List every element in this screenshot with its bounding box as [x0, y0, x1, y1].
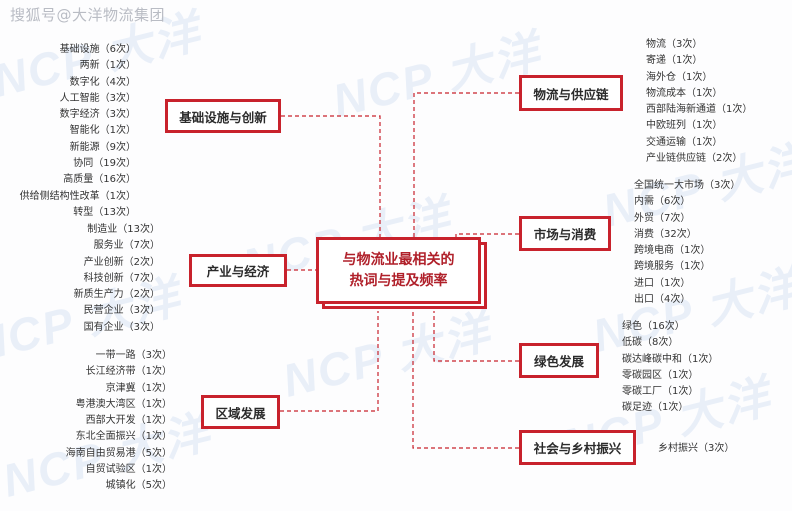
term-item: 出口（4次）: [634, 294, 691, 306]
term-list-rural: 乡村振兴（3次）: [658, 441, 734, 457]
term-item: 外贸（7次）: [634, 212, 691, 224]
connector-logistics: [413, 92, 519, 237]
term-item: 进口（1次）: [634, 277, 691, 289]
term-item: 城镇化（5次）: [105, 480, 172, 492]
connector-rural: [412, 311, 519, 449]
center-title-line1: 与物流业最相关的: [342, 251, 455, 268]
term-item: 科技创新（7次）: [83, 272, 160, 284]
term-item: 消费（32次）: [634, 228, 697, 240]
term-item: 数字经济（3次）: [59, 109, 136, 121]
term-item: 物流成本（1次）: [646, 87, 723, 99]
term-item: 中欧班列（1次）: [646, 120, 723, 132]
term-item: 海外仓（1次）: [646, 71, 713, 83]
term-item: 两新（1次）: [79, 60, 136, 72]
node-industry: 产业与经济: [189, 254, 287, 287]
node-rural: 社会与乡村振兴: [519, 430, 636, 465]
term-item: 新质生产力（2次）: [73, 289, 160, 301]
term-item: 供给侧结构性改革（1次）: [19, 190, 136, 202]
term-item: 京津冀（1次）: [105, 382, 172, 394]
term-item: 低碳（8次）: [622, 337, 679, 349]
center-title-line2: 热词与提及频率: [349, 272, 448, 289]
term-item: 制造业（13次）: [87, 224, 160, 235]
term-item: 粤港澳大湾区（1次）: [75, 398, 172, 410]
term-item: 西部陆海新通道（1次）: [646, 104, 753, 116]
term-item: 寄递（1次）: [646, 55, 703, 67]
term-item: 基础设施（6次）: [59, 44, 136, 55]
connector-lines: [280, 92, 519, 449]
term-list-logistics: 物流（3次） 寄递（1次） 海外仓（1次） 物流成本（1次） 西部陆海新通道（1…: [646, 37, 752, 167]
term-item: 自贸试验区（1次）: [85, 464, 172, 476]
term-item: 跨境电商（1次）: [634, 245, 711, 257]
term-item: 物流（3次）: [646, 39, 703, 50]
term-list-market: 全国统一大市场（3次） 内需（6次） 外贸（7次） 消费（32次） 跨境电商（1…: [634, 178, 740, 308]
term-list-industry: 制造业（13次） 服务业（7次） 产业创新（2次） 科技创新（7次） 新质生产力…: [74, 222, 160, 336]
term-item: 绿色（16次）: [622, 321, 685, 332]
term-item: 内需（6次）: [634, 196, 691, 208]
term-item: 协同（19次）: [73, 158, 136, 170]
term-item: 民营企业（3次）: [83, 305, 160, 317]
term-item: 智能化（1次）: [69, 125, 136, 137]
node-infrastructure: 基础设施与创新: [165, 99, 281, 133]
term-list-regional: 一带一路（3次） 长江经济带（1次） 京津冀（1次） 粤港澳大湾区（1次） 西部…: [66, 348, 172, 495]
term-item: 高质量（16次）: [63, 174, 136, 186]
term-item: 国有企业（3次）: [83, 321, 160, 333]
connector-regional: [280, 311, 379, 412]
term-list-green: 绿色（16次） 低碳（8次） 碳达峰碳中和（1次） 零碳园区（1次） 零碳工厂（…: [622, 319, 718, 417]
term-item: 西部大开发（1次）: [85, 415, 172, 427]
source-label: 搜狐号@大洋物流集团: [10, 6, 166, 24]
term-item: 碳足迹（1次）: [622, 402, 689, 414]
term-item: 产业创新（2次）: [83, 256, 160, 268]
term-item: 零碳工厂（1次）: [622, 386, 699, 398]
term-list-infrastructure: 基础设施（6次） 两新（1次） 数字化（4次） 人工智能（3次） 数字经济（3次…: [20, 42, 136, 221]
term-item: 人工智能（3次）: [59, 92, 136, 104]
term-item: 碳达峰碳中和（1次）: [622, 353, 719, 365]
node-regional: 区域发展: [201, 395, 280, 429]
term-item: 乡村振兴（3次）: [658, 443, 735, 454]
term-item: 东北全面振兴（1次）: [75, 431, 172, 443]
term-item: 全国统一大市场（3次）: [634, 180, 741, 191]
term-item: 产业链供应链（2次）: [646, 153, 743, 165]
term-item: 一带一路（3次）: [95, 350, 172, 361]
center-node: 与物流业最相关的 热词与提及频率: [316, 237, 481, 304]
node-market: 市场与消费: [519, 216, 611, 251]
term-item: 跨境服务（1次）: [634, 261, 711, 273]
term-item: 数字化（4次）: [69, 76, 136, 88]
connector-green: [433, 311, 519, 362]
term-item: 海南自由贸易港（5次）: [65, 447, 172, 459]
node-logistics: 物流与供应链: [519, 75, 623, 111]
term-item: 长江经济带（1次）: [85, 366, 172, 378]
term-item: 零碳园区（1次）: [622, 369, 699, 381]
term-item: 转型（13次）: [73, 206, 136, 218]
connector-infrastructure: [281, 115, 381, 237]
term-item: 新能源（9次）: [69, 141, 136, 153]
term-item: 交通运输（1次）: [646, 136, 723, 148]
term-item: 服务业（7次）: [93, 240, 160, 252]
node-green: 绿色发展: [519, 343, 599, 378]
